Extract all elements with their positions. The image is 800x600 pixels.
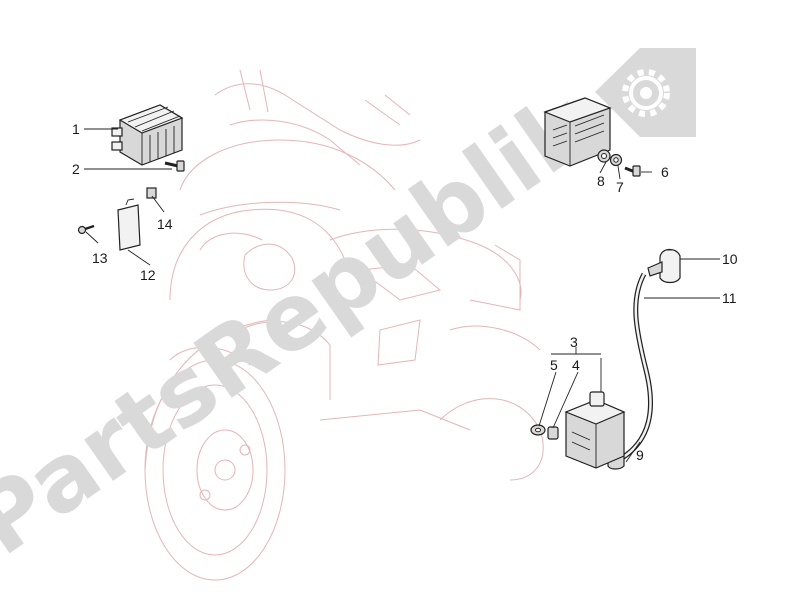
small-screw-part	[77, 224, 95, 235]
bolt-part	[624, 165, 641, 177]
callout-5: 5	[550, 357, 558, 373]
electronic-module-part	[543, 97, 612, 167]
spark-plug-cap-part	[647, 248, 681, 284]
callout-labels: 1 2 3 4 5 6 7 8 9 10 11 12 13 14	[72, 121, 738, 463]
callout-12: 12	[140, 267, 156, 283]
coil-spacer-part	[547, 426, 559, 440]
callout-4: 4	[572, 357, 580, 373]
ht-cable-part	[620, 272, 653, 461]
callout-13: 13	[92, 250, 108, 266]
callout-10: 10	[722, 251, 738, 267]
watermark-text: PartsRepublik	[0, 71, 611, 576]
callout-1: 1	[72, 121, 80, 137]
voltage-regulator-part	[111, 104, 184, 166]
clip-part	[146, 187, 157, 199]
callout-9: 9	[636, 447, 644, 463]
watermark: PartsRepublik	[0, 71, 611, 576]
callout-6: 6	[661, 164, 669, 180]
callout-2: 2	[72, 161, 80, 177]
relay-part	[117, 198, 141, 251]
washer-part	[597, 149, 611, 163]
spring-washer-part	[609, 153, 623, 167]
leader-lines	[84, 128, 720, 463]
callout-3: 3	[570, 334, 578, 350]
screw-part	[164, 160, 185, 172]
coil-washer-part	[530, 424, 546, 436]
callout-8: 8	[597, 173, 605, 189]
callout-7: 7	[616, 179, 624, 195]
callout-11: 11	[722, 290, 737, 306]
ignition-coil-part	[564, 391, 626, 469]
callout-14: 14	[157, 216, 173, 232]
gear-icon	[595, 48, 696, 137]
scooter-ghost-outline	[144, 69, 544, 581]
